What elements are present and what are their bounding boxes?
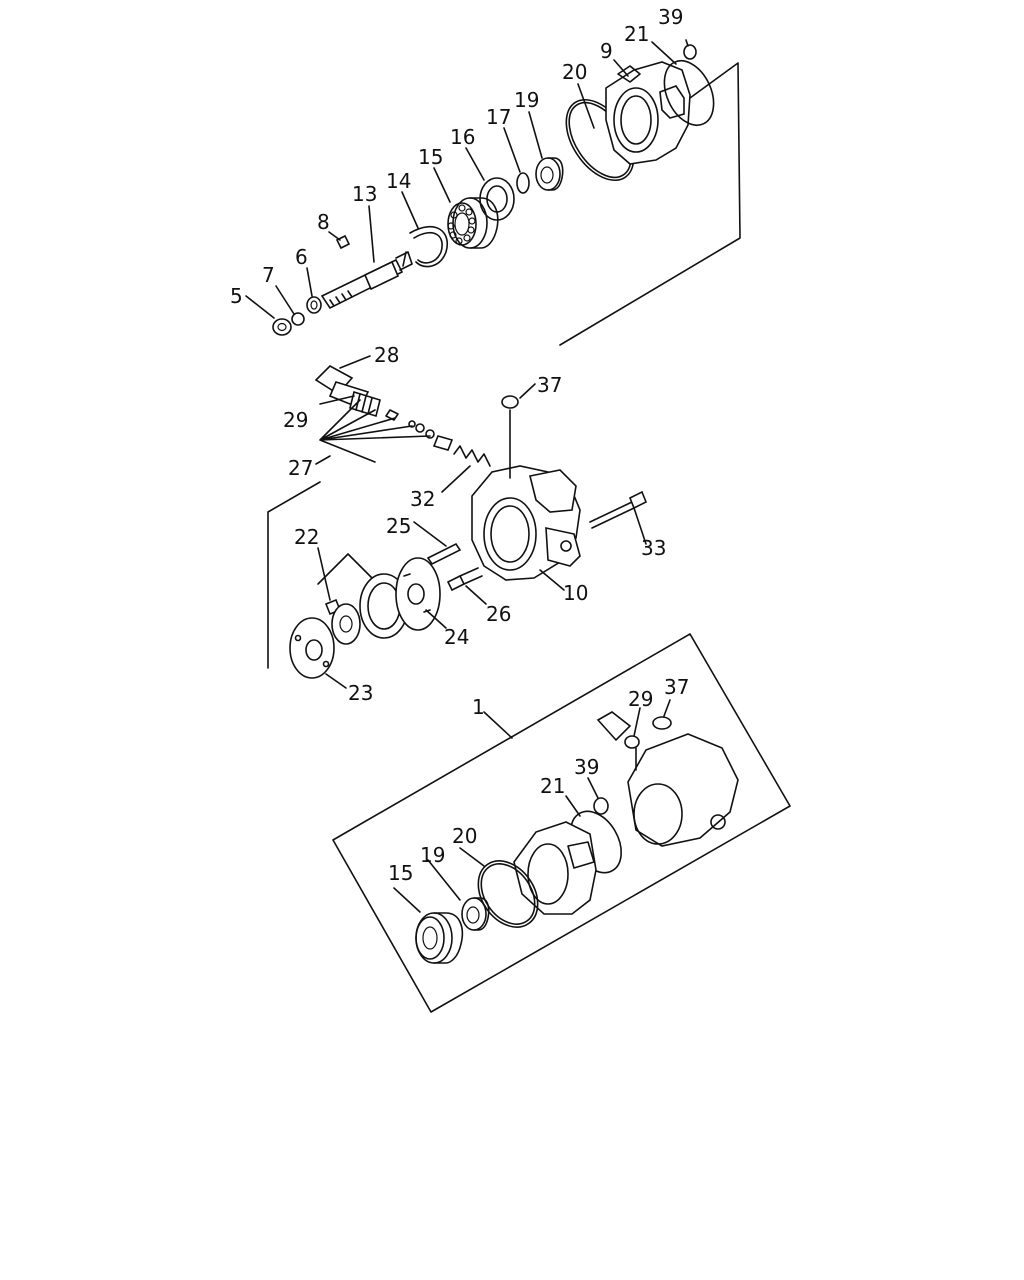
callout-29-kit: 29 <box>628 687 653 711</box>
callout-33: 33 <box>641 536 666 560</box>
callout-25: 25 <box>386 514 411 538</box>
kit-part-39-o-ring <box>593 797 609 815</box>
callout-7: 7 <box>262 263 275 287</box>
callout-26: 26 <box>486 602 511 626</box>
callout-9: 9 <box>600 39 613 63</box>
callout-39-kit: 39 <box>574 755 599 779</box>
callout-21-kit: 21 <box>540 774 565 798</box>
callout-37-kit: 37 <box>664 675 689 699</box>
part-5-nut <box>272 318 292 336</box>
part-13-shaft <box>320 251 413 310</box>
part-9-cover <box>605 61 691 165</box>
callout-23: 23 <box>348 681 373 705</box>
callout-19-kit: 19 <box>420 843 445 867</box>
part-37-o-ring <box>501 395 519 409</box>
part-8-key <box>335 234 351 250</box>
callout-21-top: 21 <box>624 22 649 46</box>
callout-8: 8 <box>317 210 330 234</box>
kit-housing-outline <box>627 733 739 847</box>
callout-20-top: 20 <box>562 60 587 84</box>
callout-13: 13 <box>352 182 377 206</box>
callout-16: 16 <box>450 125 475 149</box>
kit-part-37-o-ring <box>652 716 672 730</box>
callout-27: 27 <box>288 456 313 480</box>
kit-part-19-bearing <box>461 897 490 931</box>
part-39-o-ring <box>683 44 697 60</box>
callout-labels: 39 21 9 20 19 17 16 15 14 13 8 7 6 5 28 … <box>230 5 689 885</box>
kit-part-29-o-ring <box>624 735 640 749</box>
callout-24: 24 <box>444 625 469 649</box>
part-19-bearing <box>535 157 564 191</box>
callout-10: 10 <box>563 581 588 605</box>
part-10-pump-housing <box>471 409 581 581</box>
callout-6: 6 <box>295 245 308 269</box>
part-22-rotor-vanes <box>317 553 379 645</box>
part-15-bearing <box>447 197 499 249</box>
part-32-spring <box>453 445 491 467</box>
kit-cover-outline <box>513 821 597 915</box>
kit-part-29-valve <box>596 711 632 742</box>
leader-lines <box>245 39 689 913</box>
callout-22: 22 <box>294 525 319 549</box>
callout-28: 28 <box>374 343 399 367</box>
callout-17: 17 <box>486 105 511 129</box>
kit-boundary-box <box>332 633 791 1013</box>
part-14-snap-ring <box>409 226 449 268</box>
callout-14: 14 <box>386 169 411 193</box>
callout-32: 32 <box>410 487 435 511</box>
assembly-boundary-lines <box>267 62 741 669</box>
part-6-ring <box>306 296 322 314</box>
callout-19-top: 19 <box>514 88 539 112</box>
kit-part-15-bearing <box>415 912 464 964</box>
callout-15-top: 15 <box>418 145 443 169</box>
part-24-side-plate <box>395 557 441 631</box>
part-7-washer <box>291 312 305 326</box>
callout-39-top: 39 <box>658 5 683 29</box>
callout-15-kit: 15 <box>388 861 413 885</box>
callout-1: 1 <box>472 695 485 719</box>
part-27-valve-kit <box>319 399 454 463</box>
part-23-end-plate <box>289 617 335 679</box>
part-16-spacer <box>479 177 515 221</box>
part-17-snap-ring <box>516 172 530 194</box>
callout-5: 5 <box>230 284 243 308</box>
callout-29-mid: 29 <box>283 408 308 432</box>
callout-37-mid: 37 <box>537 373 562 397</box>
part-33-bolt <box>589 490 648 529</box>
callout-20-kit: 20 <box>452 824 477 848</box>
part-26-bolt <box>446 567 483 592</box>
part-25-pin <box>426 542 462 566</box>
